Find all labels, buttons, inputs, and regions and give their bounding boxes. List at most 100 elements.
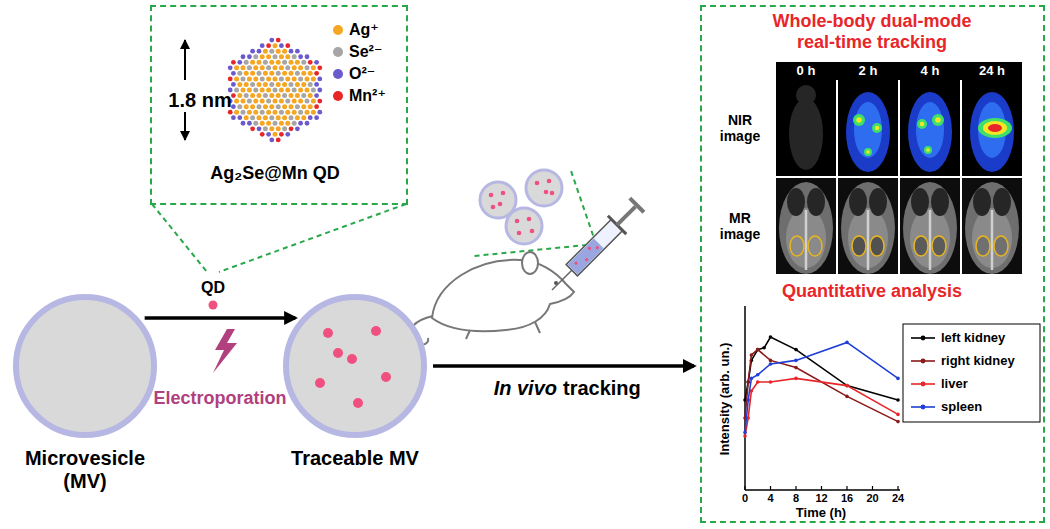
fluorescence-spot — [856, 117, 861, 122]
atom-dot — [237, 60, 242, 65]
atom-dot — [285, 110, 290, 115]
atom-dot — [279, 88, 284, 93]
atom-dot — [257, 115, 262, 120]
atom-dot — [263, 49, 268, 54]
atom-dot — [273, 99, 278, 104]
atom-dot — [247, 65, 252, 70]
atom-dot — [282, 93, 287, 98]
legend-item: Ag⁺ — [333, 20, 379, 40]
atom-dot — [231, 115, 236, 120]
atom-dot — [298, 76, 303, 81]
tick-label: 24 — [892, 492, 904, 505]
legend-dot — [921, 382, 926, 387]
tick-label: 8 — [793, 492, 799, 505]
legend-swatch — [333, 47, 343, 57]
atom-dot — [269, 49, 274, 54]
syringe-barrel — [566, 219, 623, 276]
lightning-symbol — [213, 329, 237, 373]
atom-dot — [263, 60, 268, 65]
quantum-dot — [333, 348, 343, 358]
atom-dot — [276, 115, 281, 120]
image-ground — [776, 178, 836, 274]
atom-dot — [231, 82, 236, 87]
mr-spine — [867, 210, 870, 270]
atom-dot — [250, 126, 255, 131]
atom-dot — [305, 54, 310, 59]
atom-dot — [279, 54, 284, 59]
quantum-dot — [527, 217, 532, 222]
mr-body — [841, 182, 895, 274]
atom-dot — [250, 93, 255, 98]
fluorescence-spot — [920, 122, 925, 127]
atom-dot — [234, 110, 239, 115]
quantum-dot — [491, 205, 496, 210]
atom-dot — [263, 93, 268, 98]
quantum-dot — [584, 257, 589, 262]
data-line — [745, 337, 898, 400]
atom-dot — [263, 82, 268, 87]
atom-dot — [276, 71, 281, 76]
mr-lung — [931, 188, 949, 216]
quantum-dot — [574, 261, 579, 266]
data-point — [743, 434, 747, 438]
axis-tick — [846, 486, 847, 490]
atom-dot — [263, 126, 268, 131]
mr-spine — [805, 210, 808, 270]
atom-dot — [231, 60, 236, 65]
data-point — [756, 373, 760, 377]
atom-dot — [273, 110, 278, 115]
atom-dot — [317, 65, 322, 70]
atom-dot — [301, 60, 306, 65]
mouse-silhouette — [789, 98, 823, 170]
atom-dot — [311, 76, 316, 81]
nir-image — [776, 80, 836, 176]
atom-dot — [250, 104, 255, 109]
atom-dot — [285, 43, 290, 48]
atom-dot — [253, 88, 258, 93]
atom-dot — [266, 88, 271, 93]
atom-dot — [308, 60, 313, 65]
atom-dot — [311, 65, 316, 70]
atom-dot — [282, 60, 287, 65]
atom-dot — [250, 115, 255, 120]
data-point — [750, 377, 754, 381]
legend-text: O²⁻ — [349, 65, 375, 83]
nir-image — [962, 80, 1022, 176]
atom-dot — [269, 137, 274, 142]
quantum-dot — [371, 326, 381, 336]
kidney-outline — [914, 236, 928, 256]
atom-dot — [257, 60, 262, 65]
row-label: MR image — [716, 210, 764, 242]
syringe-handle — [628, 197, 645, 214]
atom-dot — [308, 104, 313, 109]
quantum-dot-lattice — [228, 38, 322, 143]
legend-item: spleen — [910, 397, 982, 417]
time-strip — [776, 62, 1022, 80]
atom-dot — [282, 104, 287, 109]
atom-dot — [257, 49, 262, 54]
atom-dot — [273, 54, 278, 59]
atom-dot — [282, 115, 287, 120]
atom-dot — [292, 88, 297, 93]
atom-dot — [266, 110, 271, 115]
data-point — [746, 398, 750, 402]
atom-dot — [244, 82, 249, 87]
image-ground — [900, 80, 960, 176]
data-point — [769, 380, 773, 384]
line-chart — [743, 306, 900, 490]
atom-dot — [285, 121, 290, 126]
atom-dot — [253, 65, 258, 70]
mr-spine — [929, 210, 932, 270]
time-label: 0 h — [797, 64, 816, 79]
atom-dot — [266, 121, 271, 126]
atom-dot — [279, 65, 284, 70]
dimension-arrow — [184, 112, 186, 140]
legend-box — [903, 324, 1040, 422]
vesicle-outline — [280, 291, 430, 441]
data-point — [794, 377, 798, 381]
fluorescence-glow — [916, 102, 944, 158]
data-point — [762, 346, 766, 350]
atom-dot — [263, 71, 268, 76]
atom-dot — [244, 93, 249, 98]
